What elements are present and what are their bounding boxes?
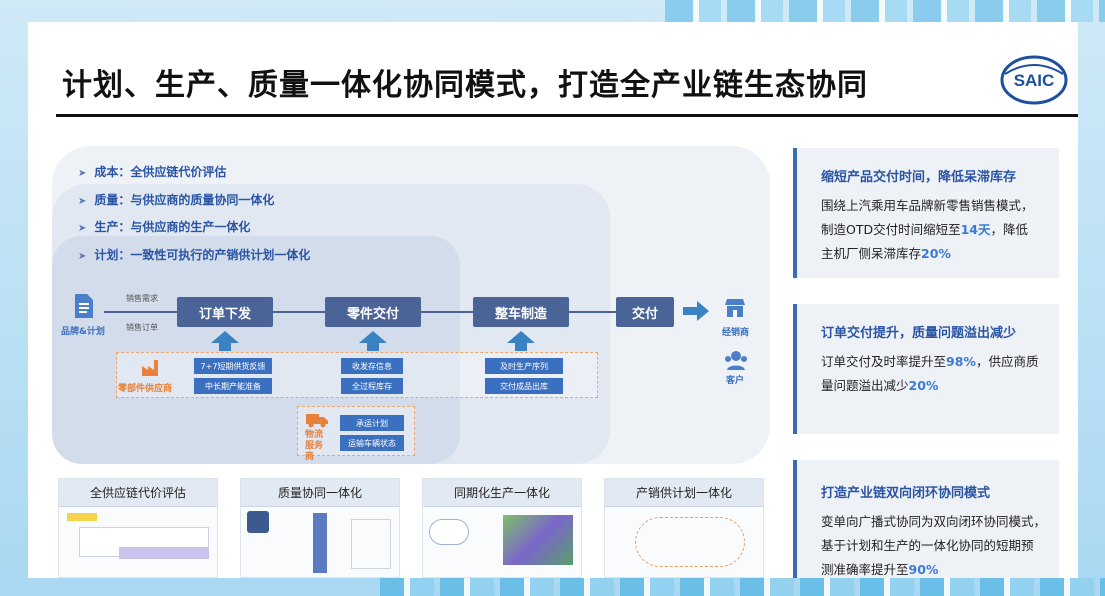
thumbnail-cost-eval: 全供应链代价评估	[58, 478, 218, 578]
up-arrow-stem	[367, 343, 379, 351]
customer-label: 客户	[726, 376, 745, 386]
step-delivery: 交付	[616, 297, 674, 327]
supplier-item: 及时生产序列	[485, 358, 563, 374]
thumb-bar	[119, 547, 209, 559]
logo-text: SAIC	[1014, 71, 1055, 90]
connector-line	[273, 311, 325, 313]
thumb-mark	[67, 513, 97, 521]
supplier-item: 7+7短期供货反馈	[194, 358, 272, 374]
thumbnail-sync-production: 同期化生产一体化	[422, 478, 582, 578]
benefit-line: 测准确率提升至90%	[821, 562, 939, 577]
goal-production: ➤生产：与供应商的生产一体化	[78, 220, 251, 234]
up-arrow-icon	[211, 331, 239, 343]
benefit-box-closed-loop: 打造产业链双向闭环协同模式 变单向广播式协同为双向闭环协同模式， 基于计划和生产…	[793, 460, 1059, 578]
supplier-item: 收发存信息	[341, 358, 403, 374]
benefit-text: 围绕上汽乘用车品牌新零售销售模式， 制造OTD交付时间缩短至14天，降低 主机厂…	[821, 194, 1049, 266]
step-order-release: 订单下发	[177, 297, 273, 327]
pixel-pattern-top	[665, 0, 1105, 22]
benefit-line: 变单向广播式协同为双向闭环协同模式，	[821, 514, 1047, 529]
supplier-item: 交付成品出库	[485, 378, 563, 394]
customer-icon	[724, 350, 748, 374]
benefit-line: 订单交付及时率提升至98%，供应商质	[821, 354, 1039, 369]
saic-logo: SAIC	[999, 54, 1069, 106]
logistics-item: 承运计划	[340, 415, 404, 431]
up-arrow-stem	[515, 343, 527, 351]
connector-line	[569, 311, 616, 313]
benefit-text: 变单向广播式协同为双向闭环协同模式， 基于计划和生产的一体化协同的短期预 测准确…	[821, 510, 1049, 582]
cloud-icon	[429, 519, 469, 545]
thumbnail-plan-integration: 产销供计划一体化	[604, 478, 764, 578]
pixel-pattern-bottom	[380, 578, 1105, 596]
factory-icon	[141, 358, 165, 380]
benefit-heading: 订单交付提升，质量问题溢出减少	[821, 326, 1017, 341]
right-arrow-icon	[683, 301, 709, 325]
up-arrow-stem	[219, 343, 231, 351]
title-underline	[56, 114, 1078, 117]
connector-line	[421, 311, 473, 313]
slide-title: 计划、生产、质量一体化协同模式，打造全产业链生态协同	[62, 68, 868, 103]
supplier-label: 零部件供应商	[118, 384, 173, 394]
benefit-line: 量问题溢出减少20%	[821, 378, 939, 393]
thumbnail-title: 质量协同一体化	[241, 479, 399, 507]
thumbnail-quality: 质量协同一体化	[240, 478, 400, 578]
goal-plan: ➤计划：一致性可执行的产销供计划一体化	[78, 248, 311, 262]
store-icon	[724, 298, 746, 322]
step-parts-delivery: 零件交付	[325, 297, 421, 327]
supplier-item: 全过程库存	[341, 378, 403, 394]
goal-cost: ➤成本：全供应链代价评估	[78, 165, 227, 179]
up-arrow-icon	[359, 331, 387, 343]
thumb-box	[351, 519, 391, 569]
benefit-line: 制造OTD交付时间缩短至14天，降低	[821, 222, 1029, 237]
logistics-item: 运输车辆状态	[340, 435, 404, 451]
supplier-item: 中长期产能准备	[194, 378, 272, 394]
benefit-box-delivery: 缩短产品交付时间，降低呆滞库存 围绕上汽乘用车品牌新零售销售模式， 制造OTD交…	[793, 148, 1059, 278]
dealer-label: 经销商	[722, 328, 750, 338]
thumb-flow	[313, 513, 327, 573]
thumb-loop	[635, 517, 745, 567]
thumbnail-title: 产销供计划一体化	[605, 479, 763, 507]
benefit-heading: 缩短产品交付时间，降低呆滞库存	[821, 170, 1017, 185]
up-arrow-icon	[507, 331, 535, 343]
thumb-icon	[247, 511, 269, 533]
logistics-label: 物流服务商	[305, 430, 324, 462]
benefit-text: 订单交付及时率提升至98%，供应商质 量问题溢出减少20%	[821, 350, 1049, 398]
benefit-line: 围绕上汽乘用车品牌新零售销售模式，	[821, 198, 1034, 213]
benefit-line: 主机厂侧呆滞库存20%	[821, 246, 951, 261]
step-vehicle-manufacturing: 整车制造	[473, 297, 569, 327]
goal-quality: ➤质量：与供应商的质量协同一体化	[78, 193, 275, 207]
benefit-heading: 打造产业链双向闭环协同模式	[821, 486, 991, 501]
connector-line	[104, 311, 178, 313]
sales-demand-label: 销售需求	[126, 294, 158, 303]
brand-plan-label: 品牌&计划	[61, 327, 105, 337]
truck-icon	[305, 412, 329, 432]
thumb-diagram	[503, 515, 573, 565]
document-icon	[73, 293, 95, 323]
benefit-box-order: 订单交付提升，质量问题溢出减少 订单交付及时率提升至98%，供应商质 量问题溢出…	[793, 304, 1059, 434]
thumbnail-title: 同期化生产一体化	[423, 479, 581, 507]
thumbnail-title: 全供应链代价评估	[59, 479, 217, 507]
benefit-line: 基于计划和生产的一体化协同的短期预	[821, 538, 1034, 553]
sales-order-label: 销售订单	[126, 323, 158, 332]
